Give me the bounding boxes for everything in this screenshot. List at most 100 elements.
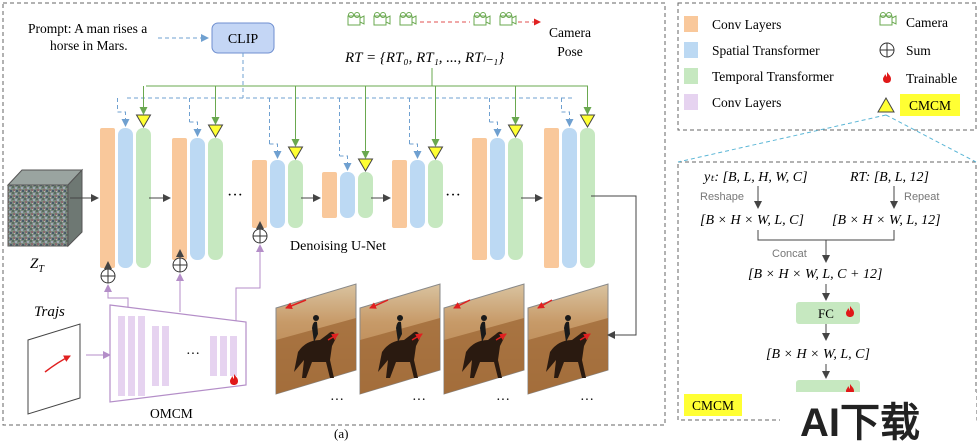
unet-conv-layer (172, 138, 187, 260)
omcm-label: OMCM (150, 406, 193, 421)
frame-trajectory-arrow (537, 299, 553, 309)
frames-dots-2: ··· (412, 393, 426, 408)
unet-to-frames-arrow (598, 195, 637, 339)
omcm-conv-layer (128, 316, 135, 396)
frame-rider (312, 321, 318, 342)
legend-swatch (684, 42, 698, 58)
cmcm-badge (684, 394, 742, 416)
cmcm-triangle-icon (135, 114, 152, 128)
legend-swatch (684, 16, 698, 32)
frame-horse (378, 331, 420, 378)
cmcm-triangle-icon (427, 146, 444, 160)
camera-trajectory (347, 12, 541, 26)
frame-horse (294, 331, 336, 378)
clip-condition-arrow (561, 111, 574, 127)
legend-label: Conv Layers (712, 17, 781, 32)
output-frame (527, 283, 609, 395)
caption: (a) (334, 426, 348, 441)
omcm-conv-layer (152, 326, 159, 386)
output-frames (275, 283, 609, 395)
frame-motion-arrow (579, 333, 591, 341)
prompt-text-line2: horse in Mars. (50, 38, 128, 53)
frame-trajectory-arrow (453, 299, 471, 309)
omcm-conv-layer (118, 316, 125, 396)
clip-condition-arrow (117, 111, 130, 127)
unet-conv-layer (544, 128, 559, 268)
unet-spatial-transformer (118, 128, 133, 268)
unet-temporal-transformer (136, 128, 151, 268)
frames-dots-4: ··· (580, 393, 594, 408)
frames-dots-3: ··· (496, 393, 510, 408)
cmcm-fc-box (796, 302, 860, 324)
cmcm-reshape-label: Reshape (700, 191, 744, 203)
omcm-conv-bars (118, 316, 237, 396)
watermark-background (780, 392, 976, 446)
unet-conv-layer (472, 138, 487, 260)
unet-spatial-transformer (562, 128, 577, 268)
cmcm-shape-rt: [B × H × W, L, 12] (832, 213, 941, 228)
cmcm-triangle-icon (579, 114, 596, 128)
legend-panel-border (677, 2, 977, 131)
sum-icon (172, 257, 188, 273)
legend-cmcm-triangle-icon (877, 96, 895, 113)
omcm-conv-layer (162, 326, 169, 386)
frames-dots-1: ··· (330, 393, 344, 408)
unet-conv-layer (392, 160, 407, 228)
main-panel-border (2, 2, 666, 426)
camera-icon (373, 12, 391, 26)
frame-trajectory-arrow (285, 299, 307, 310)
legend-camera-icon (879, 12, 897, 26)
omcm-conv-layer (210, 336, 217, 376)
omcm-conv-layer (230, 336, 237, 376)
legend-swatch (684, 68, 698, 84)
clip-condition-arrow (409, 143, 422, 159)
cmcm-panel-border (677, 161, 977, 421)
unet-spatial-transformer (490, 138, 505, 260)
clip-condition-arrow (269, 143, 282, 159)
clip-label: CLIP (228, 32, 259, 47)
camera-pose-label-line2: Pose (557, 44, 583, 59)
frame-rider (480, 321, 486, 342)
camera-icon (347, 12, 365, 26)
frame-rider-head (481, 315, 487, 321)
clip-condition-arrow (339, 155, 352, 171)
cmcm-repeat-label: Repeat (904, 191, 939, 203)
frame-rider (564, 321, 570, 342)
legend-cmcm-label: CMCM (909, 98, 951, 113)
trajs-plane (27, 323, 81, 415)
zoom-line-right (885, 114, 977, 163)
cmcm-concat-label: Concat (772, 248, 807, 260)
cmcm-input-y: yₜ: [B, L, H, W, C] (702, 170, 808, 185)
frame-rider-head (565, 315, 571, 321)
omcm-to-sum-3 (235, 244, 264, 330)
watermark-text: AI下载 (800, 401, 920, 445)
zoom-line-left (677, 114, 887, 163)
unet-temporal-transformer (508, 138, 523, 260)
unet-temporal-transformer (358, 172, 373, 218)
omcm-conv-layer (220, 336, 227, 376)
noise-latent-cube (6, 168, 84, 248)
cmcm-triangle-icon (207, 124, 224, 138)
unet-temporal-transformer (580, 128, 595, 268)
unet-spatial-transformer (410, 160, 425, 228)
cmcm-fc-label: FC (818, 306, 834, 321)
cmcm-triangle-icon (287, 146, 304, 160)
sum-icon (252, 228, 268, 244)
cmcm-fc-flame-icon (846, 306, 854, 317)
clip-condition-arrow (189, 121, 202, 137)
unet-dots-1: ··· (227, 187, 243, 204)
camera-icon (473, 12, 491, 26)
unet-blocks (100, 86, 598, 268)
legend-swatch (684, 94, 698, 110)
unet-conv-layer (252, 160, 267, 228)
sum-icon (100, 268, 116, 284)
legend-sum-label: Sum (906, 43, 931, 58)
frame-horse (546, 331, 588, 378)
frame-rider-head (397, 315, 403, 321)
cmcm-input-rt: RT: [B, L, 12] (849, 170, 929, 185)
output-frame (275, 283, 357, 395)
camera-pose-formula: RT = {RT₀, RT₁, ..., RTₗ₋₁} (344, 50, 504, 66)
legend-label: Spatial Transformer (712, 43, 820, 58)
output-frame (443, 283, 525, 395)
